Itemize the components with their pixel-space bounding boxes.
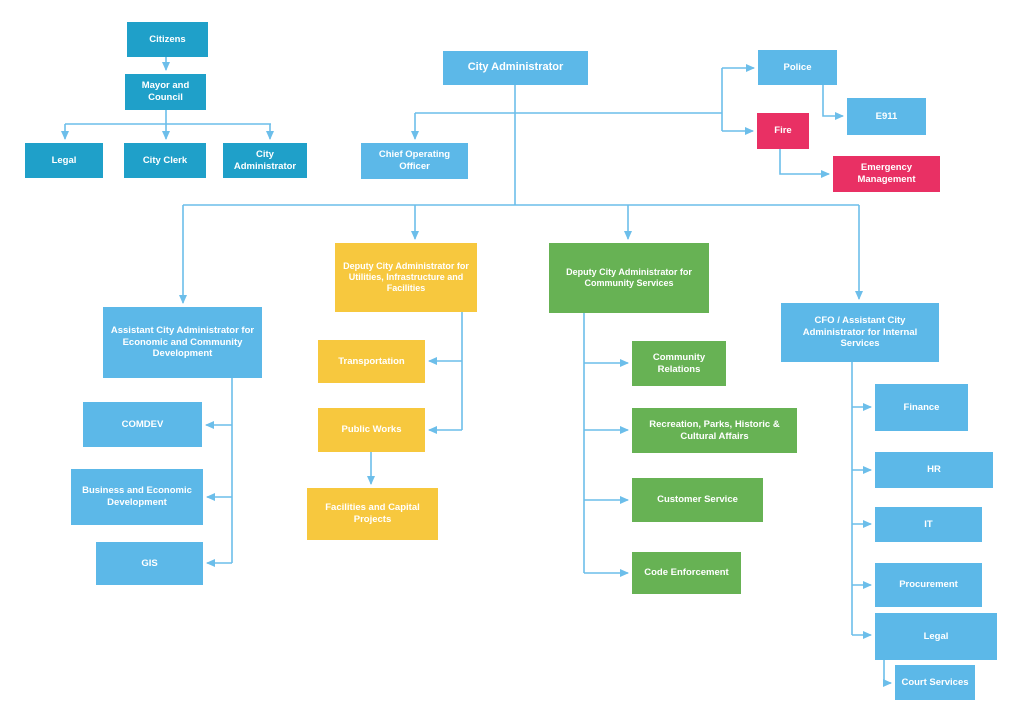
node-city-administrator: City Administrator — [443, 51, 588, 85]
node-finance: Finance — [875, 384, 968, 431]
node-citizens: Citizens — [127, 22, 208, 57]
node-e911: E911 — [847, 98, 926, 135]
connector-fire-emergency — [779, 149, 830, 178]
node-emergency-management: Emergency Management — [833, 156, 940, 192]
node-fire: Fire — [757, 113, 809, 149]
node-legal-internal: Legal — [875, 613, 997, 660]
node-it: IT — [875, 507, 982, 542]
node-deputy-city-administrator-utilities: Deputy City Administrator for Utilities,… — [335, 243, 477, 312]
node-procurement: Procurement — [875, 563, 982, 607]
node-customer-service: Customer Service — [632, 478, 763, 522]
node-public-works: Public Works — [318, 408, 425, 452]
node-transportation: Transportation — [318, 340, 425, 383]
node-comdev: COMDEV — [83, 402, 202, 447]
node-legal-top: Legal — [25, 143, 103, 178]
node-recreation-parks-historic-cultural: Recreation, Parks, Historic & Cultural A… — [632, 408, 797, 453]
node-code-enforcement: Code Enforcement — [632, 552, 741, 594]
node-gis: GIS — [96, 542, 203, 585]
connector-police-e911 — [822, 85, 844, 120]
node-chief-operating-officer: Chief Operating Officer — [361, 143, 468, 179]
node-deputy-city-administrator-community: Deputy City Administrator for Community … — [549, 243, 709, 313]
node-police: Police — [758, 50, 837, 85]
node-cfo-assistant-city-administrator-internal: CFO / Assistant City Administrator for I… — [781, 303, 939, 362]
node-hr: HR — [875, 452, 993, 488]
node-mayor-and-council: Mayor and Council — [125, 74, 206, 110]
node-facilities-and-capital-projects: Facilities and Capital Projects — [307, 488, 438, 540]
node-assistant-city-administrator-ecd: Assistant City Administrator for Economi… — [103, 307, 262, 378]
node-city-clerk: City Clerk — [124, 143, 206, 178]
node-business-and-economic-development: Business and Economic Development — [71, 469, 203, 525]
node-city-administrator-top: City Administrator — [223, 143, 307, 178]
node-community-relations: Community Relations — [632, 341, 726, 386]
node-court-services: Court Services — [895, 665, 975, 700]
connector-legal-courtservices — [883, 660, 892, 687]
